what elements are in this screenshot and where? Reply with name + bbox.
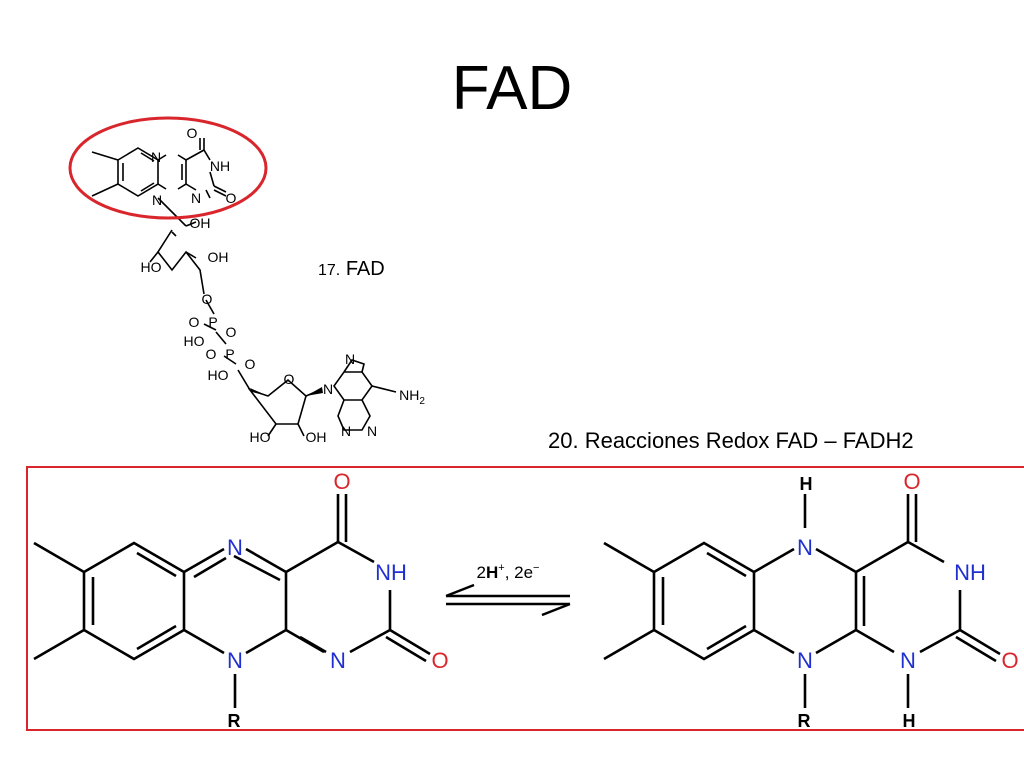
atom-oh: OH: [190, 215, 211, 231]
atom-oh: OH: [306, 429, 327, 445]
atom-n: N: [152, 192, 162, 208]
atom-n: N: [797, 535, 813, 560]
atom-o: O: [226, 324, 237, 340]
atom-ho: HO: [250, 429, 271, 445]
atom-o: O: [284, 371, 295, 387]
atom-n: N: [330, 648, 346, 673]
atom-n: N: [797, 648, 813, 673]
atom-o: O: [226, 190, 237, 206]
atom-n: N: [341, 423, 351, 439]
fad-oxidized: [33, 494, 431, 708]
atom-r: R: [228, 711, 241, 731]
atom-nh: NH: [954, 560, 986, 585]
atom-o: O: [333, 469, 350, 494]
atom-h: H: [800, 474, 813, 494]
redox-box: [26, 466, 1024, 731]
atom-nh2: NH2: [399, 387, 425, 407]
atom-n: N: [345, 351, 355, 367]
fadh2-reduced: [603, 494, 1001, 708]
atom-ho: HO: [141, 259, 162, 275]
atom-o: O: [202, 291, 213, 307]
equilibrium-arrow: [445, 583, 571, 617]
redox-caption: 20. Reacciones Redox FAD – FADH2: [548, 428, 914, 453]
atom-ho: HO: [208, 367, 229, 383]
atom-n: N: [227, 648, 243, 673]
atom-o: O: [245, 356, 256, 372]
slide-title: FAD: [451, 54, 573, 123]
fad-caption-text: FAD: [345, 258, 385, 280]
highlight-circle: [68, 116, 268, 220]
atom-n: N: [900, 648, 916, 673]
atom-o: O: [903, 469, 920, 494]
atom-n: N: [227, 535, 243, 560]
atom-o: O: [1001, 648, 1018, 673]
atom-n: N: [151, 149, 161, 165]
atom-r: R: [798, 711, 811, 731]
atom-h: H: [903, 711, 916, 731]
atom-n: N: [367, 423, 377, 439]
atom-p: P: [225, 346, 234, 362]
atom-nh: NH: [210, 158, 230, 174]
atom-p: P: [208, 314, 217, 330]
atom-o: O: [431, 648, 448, 673]
arrow-label: 2H+, 2e−: [477, 562, 540, 582]
atom-o: O: [206, 346, 217, 362]
fad-caption: 17. FAD: [318, 258, 385, 281]
atom-oh: OH: [208, 249, 229, 265]
atom-nh: NH: [375, 560, 407, 585]
fad-caption-number: 17.: [318, 262, 341, 279]
atom-o: O: [187, 125, 198, 141]
atom-n: N: [323, 381, 333, 397]
atom-n: N: [191, 190, 201, 206]
atom-o: O: [189, 314, 200, 330]
atom-ho: HO: [184, 333, 205, 349]
